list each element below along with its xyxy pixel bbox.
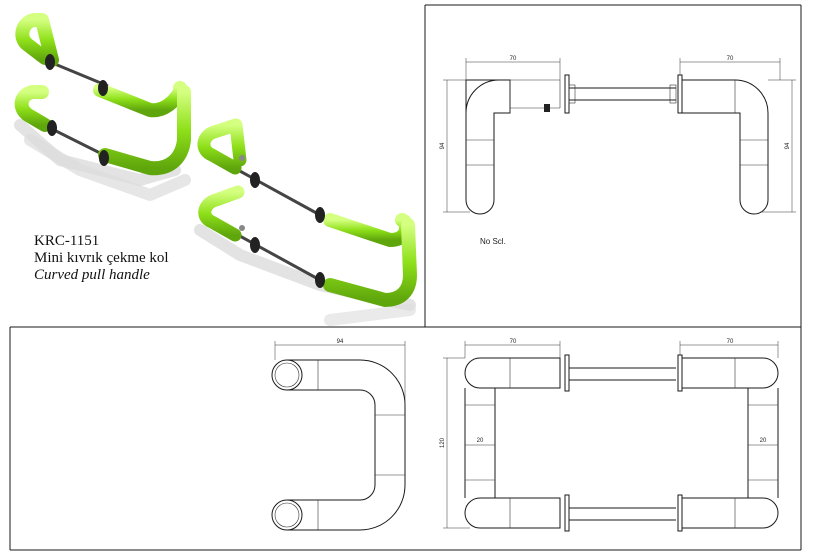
dim-side-width-right: 70 bbox=[727, 56, 734, 62]
top-view-drawing bbox=[443, 341, 779, 532]
dim-top-width-right: 70 bbox=[727, 339, 734, 345]
dim-side-height-right: 94 bbox=[785, 142, 791, 149]
dim-side-width-left: 70 bbox=[510, 56, 517, 62]
product-name-tr: Mini kıvrık çekme kol bbox=[34, 250, 169, 266]
dim-top-inner-left: 20 bbox=[477, 438, 484, 444]
plan-view-drawing bbox=[271, 341, 406, 531]
dim-top-inner-right: 20 bbox=[760, 438, 767, 444]
dim-plan-width: 94 bbox=[337, 339, 344, 345]
side-view-drawing bbox=[443, 58, 796, 215]
dim-plan-length: 120 bbox=[440, 437, 446, 448]
product-code: KRC-1151 bbox=[34, 233, 100, 249]
sheet-border bbox=[9, 4, 802, 551]
scale-note: No Scl. bbox=[480, 237, 506, 246]
render-assembled-handle bbox=[14, 13, 191, 201]
dim-top-width-left: 70 bbox=[510, 339, 517, 345]
product-name-en: Curved pull handle bbox=[34, 267, 150, 283]
render-exploded-handle bbox=[194, 118, 417, 326]
dim-side-height-left: 94 bbox=[440, 142, 446, 149]
